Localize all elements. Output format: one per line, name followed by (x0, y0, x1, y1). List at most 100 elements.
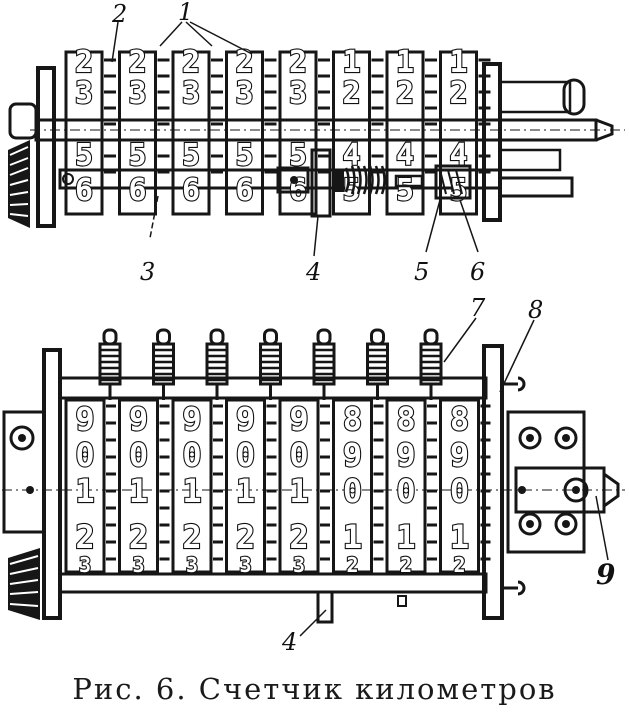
bottom-drum-digit: 3 (186, 553, 198, 577)
top-drum-digit: 4 (449, 138, 467, 173)
top-drum-digit: 5 (235, 138, 253, 173)
bottom-right-frame-plate (482, 344, 504, 620)
gear-teeth (211, 58, 223, 190)
pinion-gear-icon (366, 328, 389, 400)
top-drum-digit: 6 (128, 173, 146, 208)
bottom-drum-digit: 3 (239, 553, 251, 577)
bottom-left-frame-plate (42, 348, 62, 620)
top-drum-digit: 4 (342, 138, 360, 173)
pinion-gear-icon (98, 328, 122, 400)
top-drum-digit: 2 (75, 45, 93, 80)
pinion-gear-icon (312, 328, 336, 400)
top-drum-digit: 1 (449, 45, 467, 80)
top-drum-digit: 2 (449, 76, 467, 111)
callout-4-top: 4 (305, 258, 321, 286)
pinion-gear-icon (419, 328, 443, 400)
gear-teeth (478, 58, 491, 190)
bottom-drum-digit: 9 (450, 436, 469, 474)
pinion-gear-icon (152, 328, 175, 400)
bottom-drum-digit: 9 (182, 400, 201, 438)
callout-2: 2 (111, 0, 127, 28)
bottom-drum-digit: 2 (453, 553, 465, 577)
top-spring-assembly (276, 148, 472, 218)
top-drum-digit: 1 (396, 45, 414, 80)
gear-teeth (480, 404, 491, 561)
gear-teeth (106, 404, 116, 561)
bottom-drum-digit: 1 (75, 472, 94, 510)
bottom-drum-digit: 1 (450, 518, 469, 556)
top-drum-digit: 6 (182, 173, 200, 208)
gear-teeth (157, 58, 170, 190)
bottom-drum-digit: 9 (75, 400, 94, 438)
bottom-drum-digit: 1 (343, 518, 362, 556)
bottom-drum-digit: 2 (346, 553, 358, 577)
bottom-drum-digit: 9 (236, 400, 255, 438)
callout-6: 6 (470, 258, 485, 286)
top-drum-digit: 2 (182, 45, 200, 80)
bottom-view: 9012390123901239012390123890128901289012… (2, 294, 625, 656)
bottom-drum-digit: 1 (289, 472, 308, 510)
top-drum-digit: 3 (128, 76, 146, 111)
top-callouts: 2 1 3 4 5 6 (111, 0, 485, 286)
pinion-gear-icon (205, 328, 229, 400)
bottom-drum-digit: 0 (182, 436, 201, 474)
bottom-drum-digit: 8 (396, 400, 415, 438)
bottom-right-bracket (506, 410, 620, 554)
bottom-drum-digit: 0 (236, 436, 255, 474)
bottom-drum-digit: 0 (450, 472, 469, 510)
bottom-drum-digit: 0 (396, 472, 415, 510)
screw-icon (554, 426, 578, 450)
top-drum-digit: 1 (342, 45, 360, 80)
top-drum-digit: 3 (235, 76, 253, 111)
top-drum-digit: 6 (235, 173, 253, 208)
top-drum-digit: 5 (342, 173, 360, 208)
top-drum-digit: 2 (128, 45, 146, 80)
gear-teeth (373, 404, 384, 561)
bottom-drum-digit: 0 (129, 436, 148, 474)
bottom-drum-digit: 9 (343, 436, 362, 474)
top-digit-drum: 23 56 (118, 44, 170, 216)
top-drum-digit: 5 (396, 173, 414, 208)
bottom-drum-digit: 1 (129, 472, 148, 510)
top-drum-digit: 2 (289, 45, 307, 80)
bottom-drum-digit: 3 (79, 553, 91, 577)
screw-icon (563, 477, 589, 503)
top-left-frame-plate (36, 66, 56, 228)
top-drum-digit: 3 (182, 76, 200, 111)
gear-teeth (320, 404, 330, 561)
screw-icon (518, 512, 542, 536)
callout-4-bottom: 4 (281, 628, 297, 656)
bottom-drum-digit: 9 (129, 400, 148, 438)
top-drum-digit: 5 (75, 138, 93, 173)
bottom-drum-digit: 3 (132, 553, 144, 577)
bottom-callouts: 7 8 9 4 (281, 294, 615, 656)
top-drum-digit: 5 (289, 138, 307, 173)
bottom-pinion-row (98, 328, 443, 400)
bottom-drum-digit: 1 (396, 518, 415, 556)
callout-7: 7 (470, 294, 486, 322)
callout-3: 3 (140, 258, 155, 286)
top-drum-digit: 5 (128, 138, 146, 173)
bottom-drum-digit: 1 (236, 472, 255, 510)
bottom-drum-digit: 2 (75, 518, 94, 556)
bottom-drum-digit: 3 (293, 553, 305, 577)
callout-9: 9 (596, 558, 615, 591)
bottom-drum-digit: 0 (343, 472, 362, 510)
top-drum-digit: 6 (75, 173, 93, 208)
gear-teeth (427, 404, 437, 561)
gear-teeth (264, 58, 277, 190)
